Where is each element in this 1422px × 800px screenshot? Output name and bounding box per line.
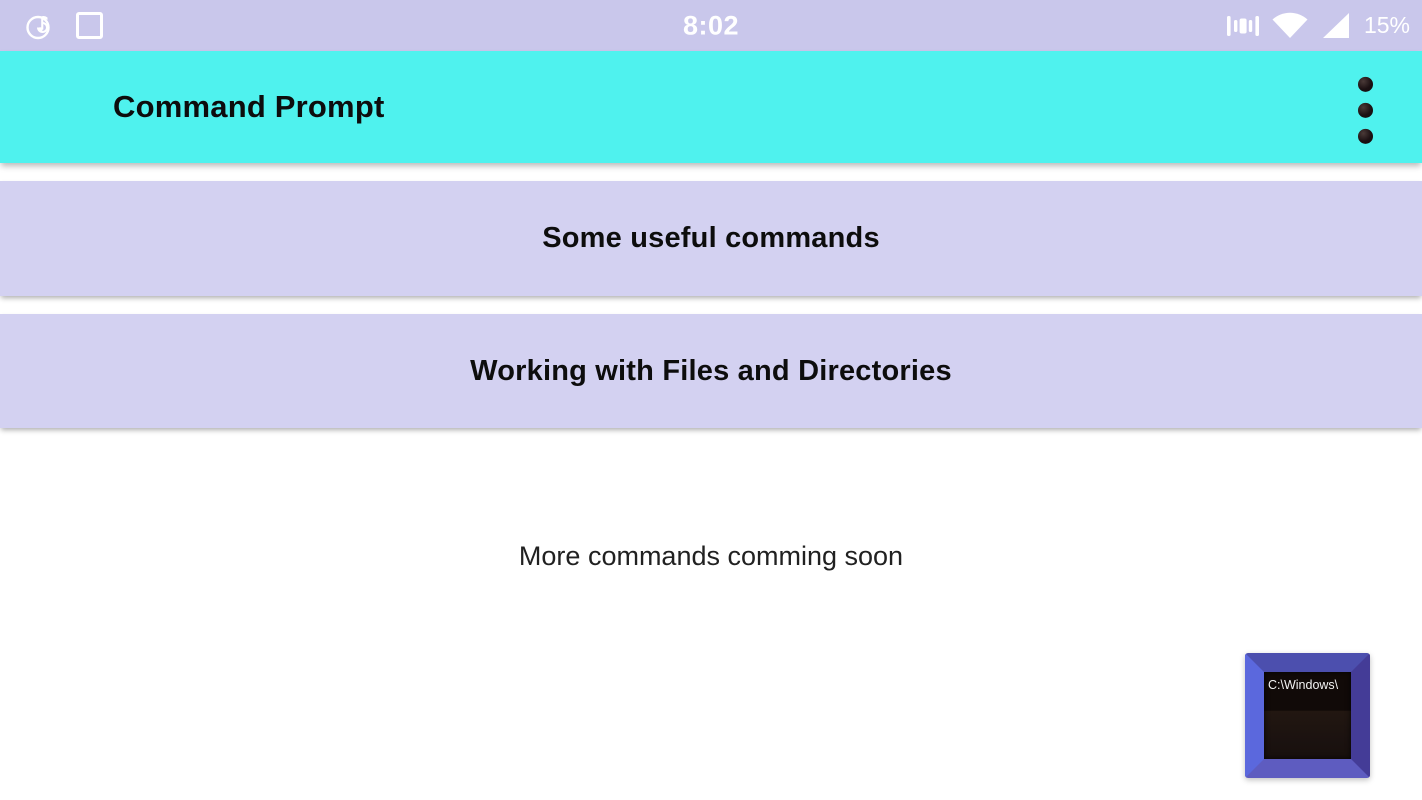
command-prompt-window-icon[interactable]: C:\Windows\ bbox=[1245, 653, 1370, 778]
page-title: Command Prompt bbox=[113, 89, 385, 124]
menu-card-label: Working with Files and Directories bbox=[470, 354, 952, 387]
status-bar: 8:02 15% bbox=[0, 0, 1422, 51]
app-bar: Command Prompt bbox=[0, 51, 1422, 163]
square-notification-icon bbox=[76, 12, 103, 39]
menu-card-some-useful-commands[interactable]: Some useful commands bbox=[0, 181, 1422, 296]
wifi-icon bbox=[1270, 10, 1310, 42]
overflow-dot-icon bbox=[1358, 76, 1373, 92]
status-bar-system-icons: 15% bbox=[1226, 10, 1422, 42]
menu-card-working-with-files-and-directories[interactable]: Working with Files and Directories bbox=[0, 314, 1422, 428]
vibrate-icon bbox=[1226, 10, 1260, 42]
overflow-dot-icon bbox=[1358, 128, 1373, 144]
overflow-dot-icon bbox=[1358, 102, 1373, 118]
music-notification-icon bbox=[24, 10, 55, 41]
command-prompt-path-text: C:\Windows\ bbox=[1268, 678, 1339, 692]
status-bar-notification-icons bbox=[0, 10, 103, 41]
coming-soon-text: More commands comming soon bbox=[518, 541, 904, 571]
overflow-menu-button[interactable] bbox=[1345, 69, 1386, 152]
cell-signal-icon bbox=[1320, 10, 1352, 42]
menu-card-label: Some useful commands bbox=[542, 222, 880, 254]
menu-list: Some useful commands Working with Files … bbox=[0, 163, 1422, 428]
battery-percentage: 15% bbox=[1363, 12, 1410, 38]
status-clock: 8:02 bbox=[682, 10, 740, 40]
